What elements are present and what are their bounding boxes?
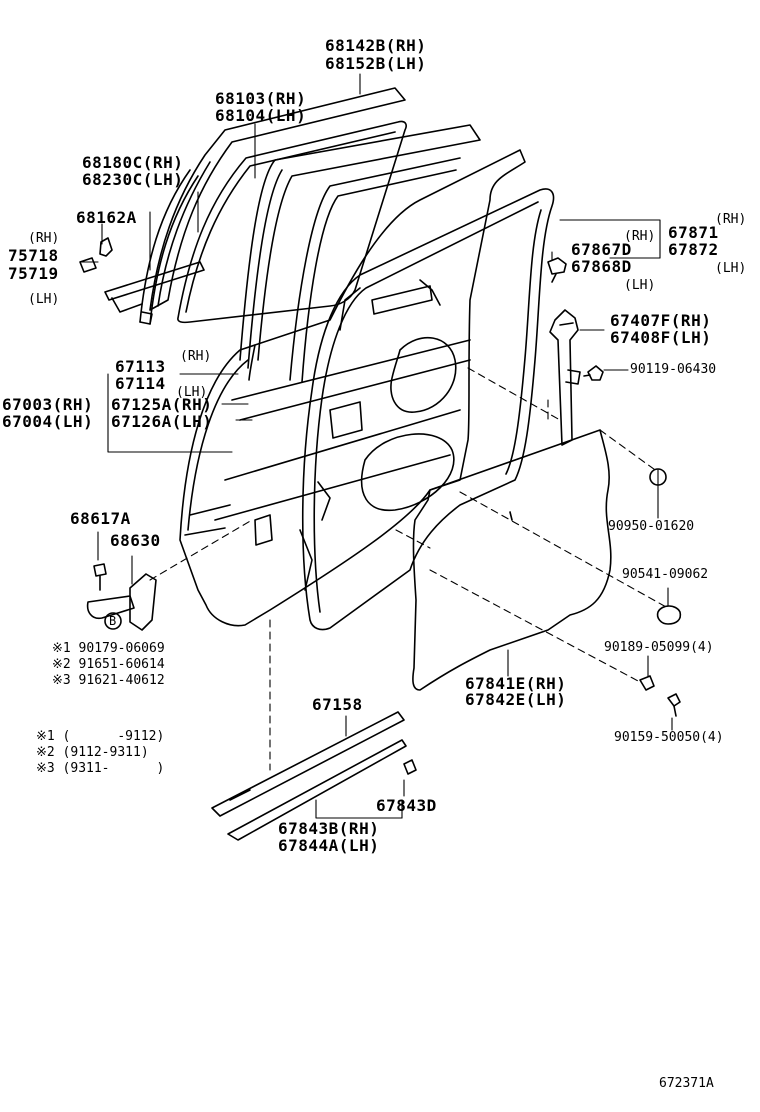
label-75718: 75718 [8,246,59,265]
label-68162a: 68162A [76,208,137,227]
label-67872: 67872 [668,240,719,259]
label-67158: 67158 [312,695,363,714]
label-67114: 67114 [115,374,166,393]
bolt-b-marker [104,612,122,630]
label-68103: 68103(RH) [215,89,307,108]
rocker-panel-moulding [227,739,407,841]
label-90189: 90189-05099(4) [604,640,714,655]
label-67125a: 67125A(RH) [111,395,213,414]
door-check-arm [549,309,581,446]
label-67867d: 67867D [571,240,632,259]
label-67113: 67113 [115,357,166,376]
door-glass [177,120,407,324]
label-68104: 68104(LH) [215,106,307,125]
door-hinge [86,573,157,631]
door-weatherstrip-seal [301,188,555,631]
window-frame-seal [149,87,406,311]
label-90950: 90950-01620 [608,519,695,534]
clip-90189 [639,675,655,691]
assembly-lines [149,367,669,771]
label-67843b: 67843B(RH) [278,819,380,838]
label-91621: ※3 91621-40612 [52,673,165,688]
label-67408f: 67408F(LH) [610,328,712,347]
label-67841e: 67841E(RH) [465,674,567,693]
rocker-moulding [211,711,405,817]
label-90541: 90541-09062 [622,567,709,582]
retainer-67867d [547,257,567,283]
label-rh-67867d: (RH) [624,229,656,244]
label-75719: 75719 [8,264,59,283]
label-bolt-b: B [109,614,117,628]
grommet-90541 [656,605,682,625]
note-1: ※1 ( -9112) [36,729,165,744]
diagram-reference-number: 672371A [659,1076,714,1091]
label-rh-67871: (RH) [715,212,747,227]
clip-67843d [403,759,417,775]
screw-90159 [667,693,681,717]
label-90179: ※1 90179-06069 [52,641,165,656]
clip-75718 [79,237,113,273]
label-67126a: 67126A(LH) [111,412,213,431]
label-67868d: 67868D [571,257,632,276]
run-channel [139,169,199,325]
label-67842e: 67842E(LH) [465,690,567,709]
label-67004: 67004(LH) [2,412,94,431]
leader-lines [79,73,673,819]
label-rh-67113: (RH) [180,349,212,364]
service-hole-cover [412,429,612,691]
label-91651: ※2 91651-60614 [52,657,165,672]
label-68180c: 68180C(RH) [82,153,184,172]
label-lh-75719: (LH) [28,292,60,307]
label-68630: 68630 [110,531,161,550]
label-67844a: 67844A(LH) [278,836,380,855]
label-lh-67868d: (LH) [624,278,656,293]
label-67871: 67871 [668,223,719,242]
label-67003: 67003(RH) [2,395,94,414]
note-3: ※3 (9311- ) [36,761,165,776]
bolt-90119 [583,365,604,381]
note-2: ※2 (9112-9311) [36,745,149,760]
label-lh-67872: (LH) [715,261,747,276]
label-90159: 90159-50050(4) [614,730,724,745]
belt-moulding [104,261,205,313]
label-rh-75718: (RH) [28,231,60,246]
label-68142b: 68142B(RH) [325,36,427,55]
label-68617a: 68617A [70,509,131,528]
label-68230c: 68230C(LH) [82,170,184,189]
label-90119: 90119-06430 [630,362,717,377]
door-panel [179,149,526,627]
label-lh-67114: (LH) [176,385,208,400]
hinge-pin [93,563,107,591]
door-weatherstrip-frame [239,124,481,383]
label-68152b: 68152B(LH) [325,54,427,73]
label-67407f: 67407F(RH) [610,311,712,330]
label-67843d: 67843D [376,796,437,815]
